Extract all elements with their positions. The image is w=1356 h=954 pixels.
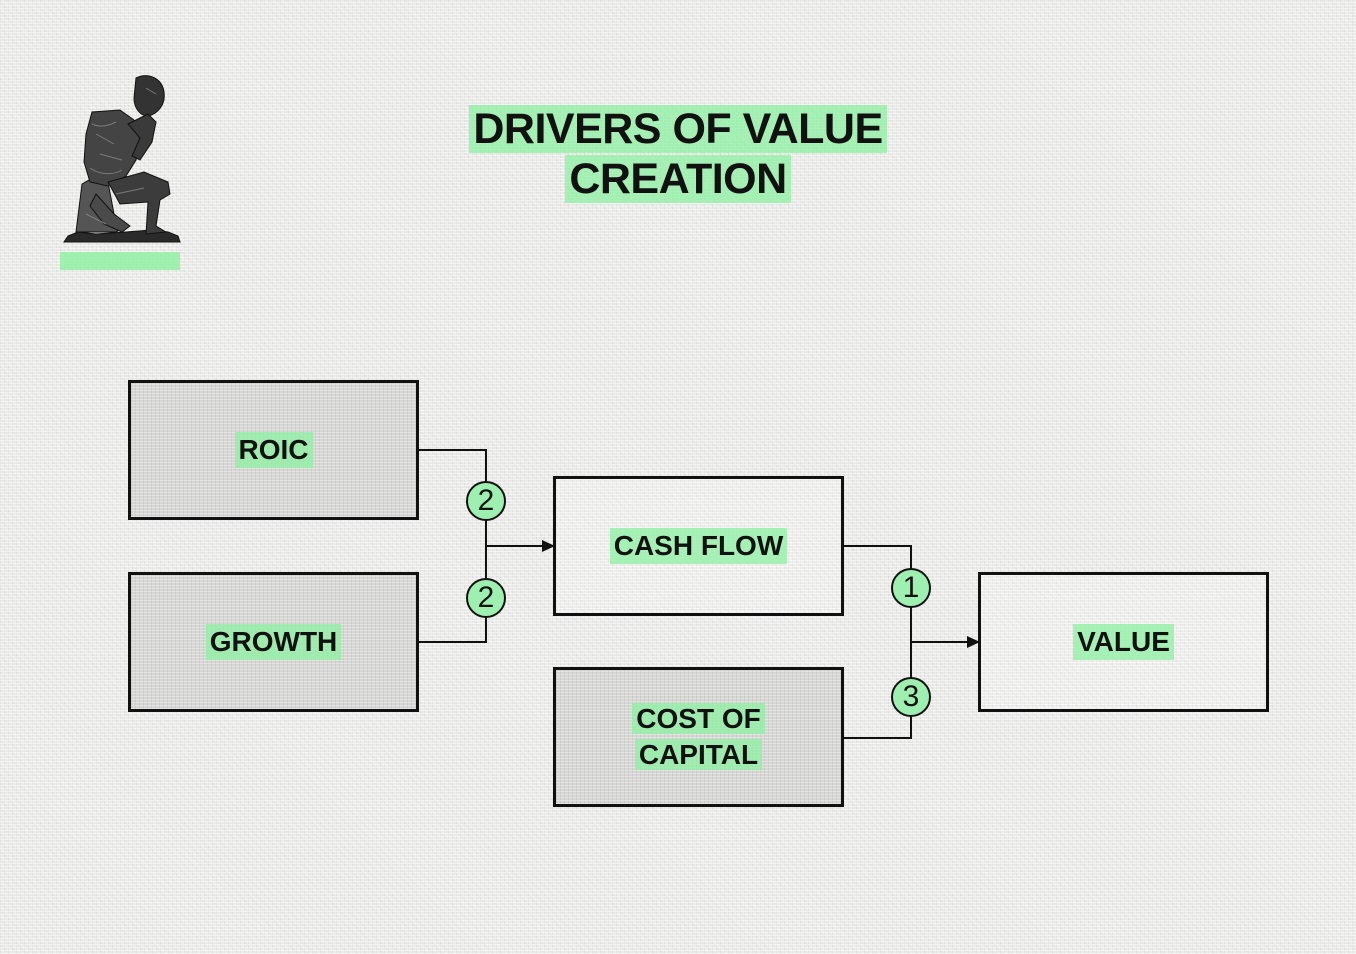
arrowhead-value <box>967 636 980 648</box>
roic-box: ROIC <box>128 380 419 520</box>
title-line-1: DRIVERS OF VALUE <box>469 105 887 153</box>
cost-of-capital-label: COST OF CAPITAL <box>632 701 765 773</box>
cost-of-capital-line-1: COST OF <box>632 703 765 734</box>
cash-flow-box: CASH FLOW <box>553 476 844 616</box>
title-line-2: CREATION <box>565 155 791 203</box>
badge-cash-flow: 1 <box>891 568 931 608</box>
thinker-statue-icon <box>60 75 181 270</box>
badge-growth: 2 <box>466 578 506 618</box>
cost-of-capital-line-2: CAPITAL <box>634 739 763 770</box>
cost-of-capital-box: COST OF CAPITAL <box>553 667 844 807</box>
badge-roic: 2 <box>466 481 506 521</box>
page-title: DRIVERS OF VALUE CREATION <box>378 104 978 204</box>
roic-label: ROIC <box>234 432 313 468</box>
growth-label: GROWTH <box>205 624 342 660</box>
badge-cost-of-capital: 3 <box>891 677 931 717</box>
cash-flow-label: CASH FLOW <box>609 528 788 564</box>
arrowhead-cash-flow <box>542 540 555 552</box>
growth-box: GROWTH <box>128 572 419 712</box>
value-label: VALUE <box>1073 624 1174 660</box>
value-box: VALUE <box>978 572 1269 712</box>
